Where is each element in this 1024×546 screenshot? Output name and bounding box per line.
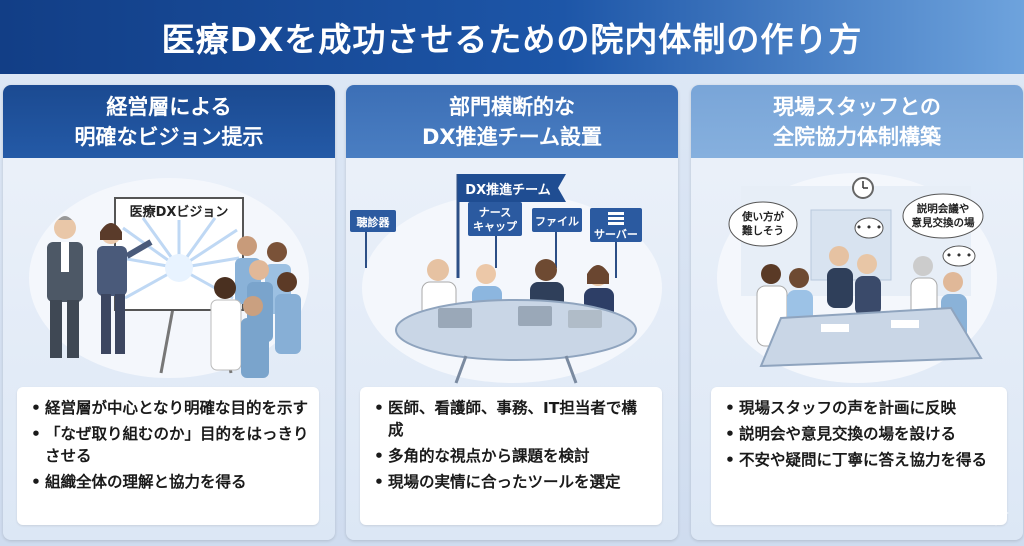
card-heading-line2: DX推進チーム設置	[422, 124, 602, 149]
meeting-participants	[756, 246, 983, 368]
bullet-item: 経営層が中心となり明確な目的を示す	[29, 397, 309, 419]
bullet-item: 現場スタッフの声を計画に反映	[723, 397, 997, 419]
bullet-item: 説明会や意見交換の場を設ける	[723, 423, 997, 445]
card-header: 部門横断的な DX推進チーム設置	[346, 85, 678, 158]
page-title: 医療DXを成功させるための院内体制の作り方	[161, 20, 863, 59]
card-heading-line2: 全院協力体制構築	[773, 124, 941, 149]
card-heading-line1: 部門横断的な	[449, 94, 575, 119]
meeting-table	[395, 259, 637, 384]
card-heading-line2: 明確なビジョン提示	[74, 124, 264, 149]
sign-label: ファイル	[535, 215, 579, 228]
title-banner: 医療DXを成功させるための院内体制の作り方	[0, 0, 1024, 74]
svg-text:• • •: • • •	[946, 249, 972, 262]
ellipsis-bubble: • • • • • •	[854, 217, 976, 267]
bubble-text: 意見交換の場	[912, 216, 975, 229]
card-staff-cooperation: 現場スタッフとの 全院協力体制構築 使い方が 難しそう 説明会議や 意見交換の場…	[691, 85, 1023, 540]
flag-label: DX推進チーム	[465, 182, 550, 198]
bullet-item: 組織全体の理解と協力を得る	[29, 471, 309, 493]
leadership-illustration: 医療DXビジョン	[29, 178, 309, 378]
role-signs: 聴診器 ナース キャップ ファイル サーバー	[350, 202, 642, 278]
card-heading-line1: 経営層による	[106, 94, 232, 119]
sparkle-icon	[983, 500, 1009, 526]
executive-woman	[97, 223, 153, 354]
sign-label: ナース	[479, 206, 511, 219]
board-label: 医療DXビジョン	[130, 204, 229, 220]
speech-bubble-left: 使い方が 難しそう	[728, 201, 798, 247]
bullet-list: 医師、看護師、事務、IT担当者で構成 多角的な視点から課題を検討 現場の実情に合…	[360, 387, 662, 525]
bullet-list: 経営層が中心となり明確な目的を示す 「なぜ取り組むのか」目的をはっきりさせる 組…	[17, 387, 319, 525]
svg-text:• • •: • • •	[856, 221, 882, 234]
executive-man	[47, 216, 83, 358]
card-header: 経営層による 明確なビジョン提示	[3, 85, 335, 158]
sign-label: 聴診器	[357, 215, 391, 229]
clock-icon	[852, 177, 874, 199]
bubble-text: 難しそう	[741, 224, 784, 237]
staff-meeting-illustration: 使い方が 難しそう 説明会議や 意見交換の場 • • • • • •	[717, 173, 997, 383]
sign-label: キャップ	[473, 219, 518, 233]
staff-group	[210, 236, 301, 378]
bullet-item: 現場の実情に合ったツールを選定	[372, 471, 652, 493]
bullet-item: 多角的な視点から課題を検討	[372, 445, 652, 467]
sign-label: サーバー	[594, 228, 638, 241]
bullet-item: 医師、看護師、事務、IT担当者で構成	[372, 397, 652, 441]
bubble-text: 説明会議や	[917, 202, 970, 215]
card-dx-team: 部門横断的な DX推進チーム設置 DX推進チーム 聴診器 ナース キャップ ファ…	[346, 85, 678, 540]
bullet-item: 「なぜ取り組むのか」目的をはっきりさせる	[29, 423, 309, 467]
speech-bubble-right: 説明会議や 意見交換の場	[902, 193, 984, 239]
card-header: 現場スタッフとの 全院協力体制構築	[691, 85, 1023, 158]
team-flag: DX推進チーム	[456, 174, 566, 278]
bullet-list: 現場スタッフの声を計画に反映 説明会や意見交換の場を設ける 不安や疑問に丁寧に答…	[711, 387, 1007, 525]
card-heading-line1: 現場スタッフとの	[773, 94, 941, 119]
bullet-item: 不安や疑問に丁寧に答え協力を得る	[723, 449, 997, 471]
bubble-text: 使い方が	[741, 210, 784, 223]
team-illustration: DX推進チーム 聴診器 ナース キャップ ファイル サーバー	[350, 174, 662, 384]
card-leadership-vision: 経営層による 明確なビジョン提示 医療DXビジョン	[3, 85, 335, 540]
